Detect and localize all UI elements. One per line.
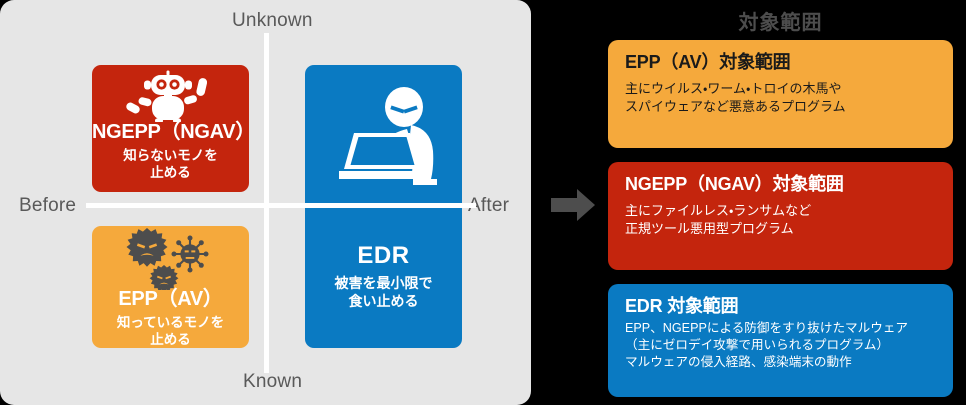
quadrant-epp-subtitle-line1: 知っているモノを: [116, 315, 225, 330]
virus-icon: [116, 228, 226, 293]
axis-label-known: Known: [243, 371, 303, 392]
quadrant-matrix-panel: Unknown Before After Known: [0, 0, 531, 405]
scope-card-ngepp-body-line2: 正規ツール悪用型プログラム: [625, 221, 794, 237]
scope-card-epp-body-line2: スパイウェアなど悪意あるプログラム: [625, 99, 846, 115]
quadrant-edr-subtitle-line1: 被害を最小限で: [334, 275, 433, 292]
scope-heading: 対象範囲: [738, 12, 823, 34]
scope-panel: 対象範囲 EPP（AV）対象範囲 主にウイルス・ワーム・トロイの木馬や スパイウ…: [608, 0, 953, 405]
quadrant-edr-title: EDR: [357, 242, 410, 269]
scope-card-ngepp-body-line1: 主にファイルレス・ランサムなど: [625, 202, 812, 218]
robot-icon: [120, 70, 220, 123]
quadrant-epp-subtitle-line2: 止める: [150, 332, 191, 348]
quadrant-ngepp-title: NGEPP（NGAV）: [92, 121, 256, 143]
scope-card-edr-body-line2: （主にゼロデイ攻撃で用いられるプログラム）: [625, 338, 890, 353]
quadrant-edr-subtitle-line2: 食い止める: [348, 293, 419, 310]
quadrant-epp[interactable]: EPP（AV） 知っているモノを 止める: [92, 226, 249, 348]
quadrant-ngepp-subtitle-line1: 知らないモノを: [123, 148, 218, 163]
scope-card-edr-body: EPP、NGEPPによる防御をすり抜けたマルウェア （主にゼロデイ攻撃で用いられ…: [625, 320, 936, 372]
quadrant-edr-subtitle: 被害を最小限で 食い止める: [335, 275, 433, 311]
scope-card-edr-title: EDR 対象範囲: [625, 296, 739, 316]
axis-label-after: After: [468, 195, 510, 216]
axis-label-before: Before: [19, 195, 77, 216]
quadrant-ngepp-subtitle-line2: 止める: [150, 165, 191, 181]
scope-card-edr[interactable]: EDR 対象範囲 EPP、NGEPPによる防御をすり抜けたマルウェア （主にゼロ…: [608, 284, 953, 397]
horizontal-axis: [86, 203, 476, 208]
scope-card-ngepp-title: NGEPP（NGAV）対象範囲: [625, 174, 844, 194]
scope-card-epp[interactable]: EPP（AV）対象範囲 主にウイルス・ワーム・トロイの木馬や スパイウェアなど悪…: [608, 40, 953, 148]
hacker-icon: [321, 83, 447, 185]
scope-card-epp-title: EPP（AV）対象範囲: [625, 52, 791, 72]
quadrant-ngepp[interactable]: NGEPP（NGAV） 知らないモノを 止める: [92, 65, 256, 192]
scope-card-ngepp[interactable]: NGEPP（NGAV）対象範囲 主にファイルレス・ランサムなど 正規ツール悪用型…: [608, 162, 953, 270]
quadrant-epp-title: EPP（AV）: [118, 288, 223, 310]
scope-card-edr-body-line3: マルウェアの侵入経路、感染端末の動作: [625, 355, 852, 370]
scope-card-epp-body: 主にウイルス・ワーム・トロイの木馬や スパイウェアなど悪意あるプログラム: [625, 80, 936, 117]
quadrant-epp-subtitle: 知っているモノを 止める: [117, 314, 224, 349]
axis-label-unknown: Unknown: [232, 10, 313, 31]
arrow-right-icon: [551, 188, 595, 222]
scope-card-edr-body-line1: EPP、NGEPPによる防御をすり抜けたマルウェア: [625, 320, 909, 335]
scope-card-ngepp-body: 主にファイルレス・ランサムなど 正規ツール悪用型プログラム: [625, 202, 936, 239]
scope-card-epp-body-line1: 主にウイルス・ワーム・トロイの木馬や: [625, 80, 842, 96]
quadrant-ngepp-subtitle: 知らないモノを 止める: [123, 147, 218, 182]
